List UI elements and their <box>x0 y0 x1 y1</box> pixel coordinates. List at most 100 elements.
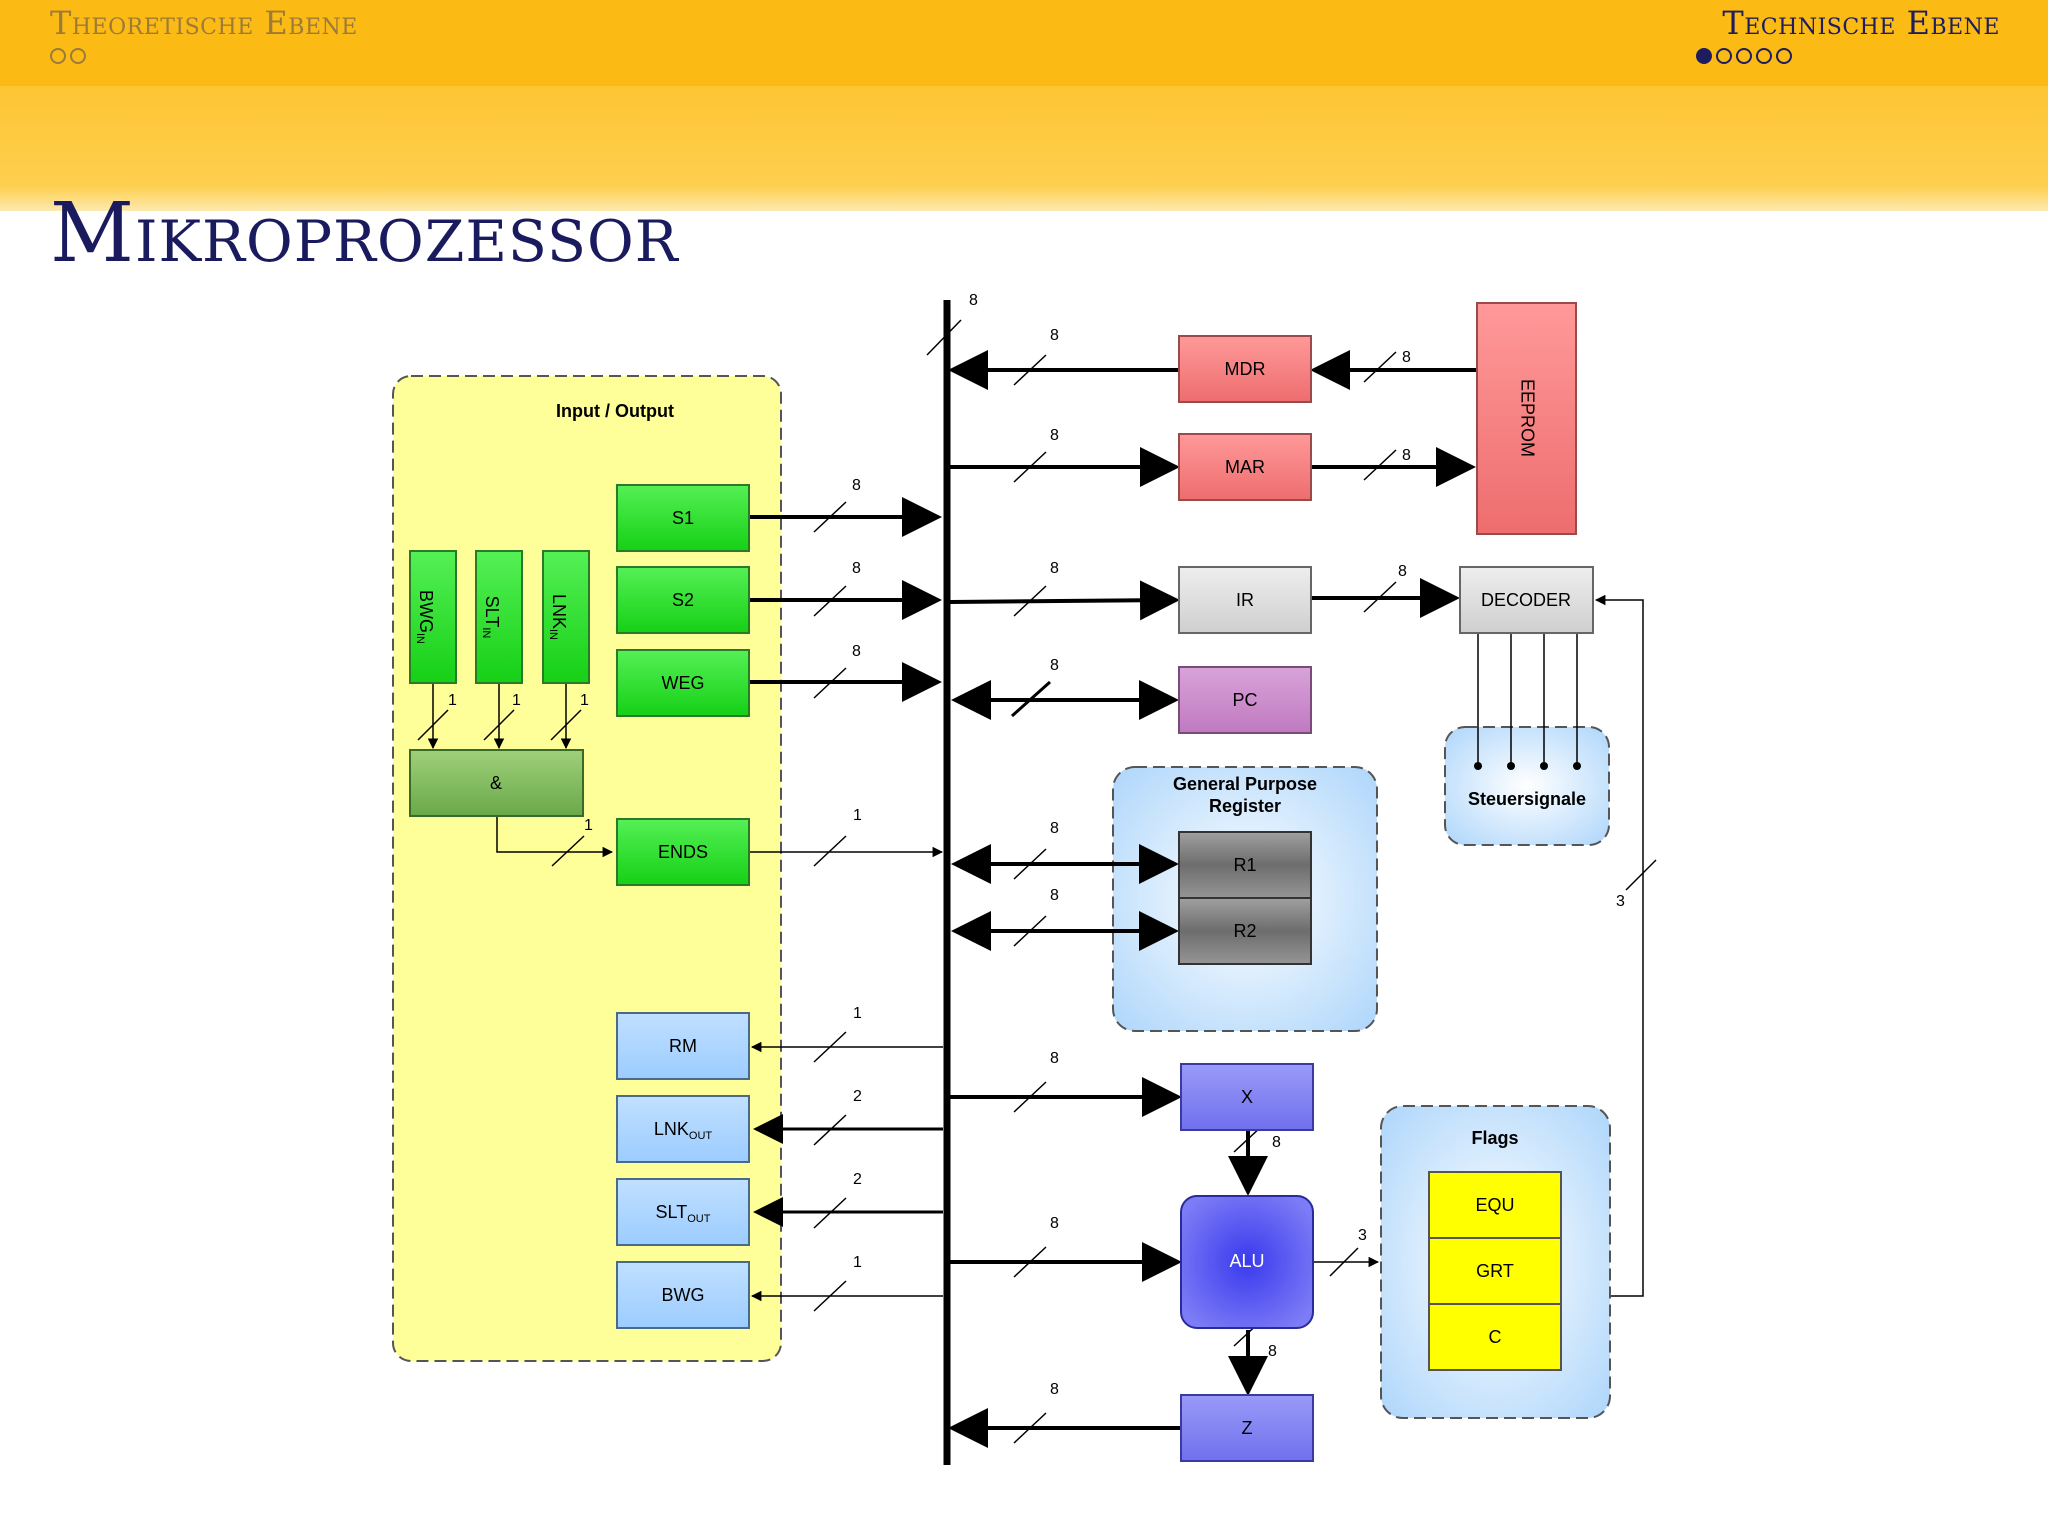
width-slash <box>1329 1247 1359 1277</box>
width-slash <box>1010 680 1052 718</box>
svg-text:C: C <box>1489 1327 1502 1347</box>
progress-dot[interactable] <box>50 48 66 64</box>
flag-equ-block[interactable]: EQU <box>1428 1171 1562 1239</box>
svg-text:Z: Z <box>1242 1418 1253 1438</box>
svg-text:WEG: WEG <box>662 673 705 693</box>
progress-dot[interactable] <box>1756 48 1772 64</box>
bus-width-labels: 8 8 8 8 8 8 8 8 8 8 1 1 1 1 1 8 8 1 2 2 … <box>448 327 1625 1398</box>
eeprom-block[interactable]: EEPROM <box>1476 302 1577 535</box>
r2-block[interactable]: R2 <box>1178 897 1312 965</box>
alu-block[interactable]: ALU <box>1180 1195 1314 1329</box>
slt-in-block[interactable]: SLTIN <box>475 550 523 684</box>
svg-text:PC: PC <box>1232 690 1257 710</box>
pc-block[interactable]: PC <box>1178 666 1312 734</box>
progress-dot-active[interactable] <box>1696 48 1712 64</box>
svg-text:ENDS: ENDS <box>658 842 708 862</box>
width-slash <box>1013 1412 1047 1444</box>
lnk-in-block[interactable]: LNKIN <box>542 550 590 684</box>
width-label: 1 <box>853 807 862 824</box>
progress-dot[interactable] <box>1776 48 1792 64</box>
connections <box>427 350 1644 1448</box>
svg-text:MDR: MDR <box>1225 359 1266 379</box>
and-gate-block[interactable]: & <box>409 749 584 817</box>
mdr-block[interactable]: MDR <box>1178 335 1312 403</box>
mar-block[interactable]: MAR <box>1178 433 1312 501</box>
width-slash <box>1013 354 1047 386</box>
r1-block[interactable]: R1 <box>1178 831 1312 899</box>
signal-dot <box>1474 762 1482 770</box>
flags-group-label: Flags <box>1471 1128 1518 1148</box>
svg-text:LNKIN: LNKIN <box>547 594 569 640</box>
svg-text:BWG: BWG <box>662 1285 705 1305</box>
signal-dot <box>1540 762 1548 770</box>
gpr-group-label-line2: Register <box>1209 796 1281 816</box>
width-slash <box>813 1114 847 1146</box>
section-left-progress-dots <box>50 48 86 64</box>
z-block[interactable]: Z <box>1180 1394 1314 1462</box>
svg-text:MAR: MAR <box>1225 457 1265 477</box>
width-label: 8 <box>1050 1215 1059 1232</box>
svg-text:DECODER: DECODER <box>1481 590 1571 610</box>
width-slash <box>1013 1081 1047 1113</box>
section-navigation-bar: Theoretische Ebene Technische Ebene <box>0 0 2048 86</box>
svg-text:EEPROM: EEPROM <box>1517 379 1537 457</box>
bwg-block[interactable]: BWG <box>616 1261 750 1329</box>
s2-block[interactable]: S2 <box>616 566 750 634</box>
rm-block[interactable]: RM <box>616 1012 750 1080</box>
svg-text:SLTOUT: SLTOUT <box>656 1202 711 1225</box>
weg-block[interactable]: WEG <box>616 649 750 717</box>
width-label: 1 <box>512 692 521 709</box>
width-label: 8 <box>1398 563 1407 580</box>
width-slash <box>813 667 847 699</box>
s1-block[interactable]: S1 <box>616 484 750 552</box>
width-slash <box>1363 449 1397 481</box>
width-label: 8 <box>1050 820 1059 837</box>
width-slash <box>550 709 582 741</box>
width-slash <box>813 1031 847 1063</box>
width-label: 1 <box>584 817 593 834</box>
width-slash <box>483 709 515 741</box>
svg-text:GRT: GRT <box>1476 1261 1514 1281</box>
svg-text:RM: RM <box>669 1036 697 1056</box>
ends-block[interactable]: ENDS <box>616 818 750 886</box>
width-label: 1 <box>580 692 589 709</box>
section-technische-ebene[interactable]: Technische Ebene <box>1722 4 2000 42</box>
width-slash <box>417 709 449 741</box>
control-signal-dots <box>1474 762 1581 770</box>
width-label: 8 <box>1050 1381 1059 1398</box>
section-theoretische-ebene[interactable]: Theoretische Ebene <box>50 4 358 42</box>
width-label: 8 <box>1050 327 1059 344</box>
width-label: 1 <box>853 1005 862 1022</box>
svg-text:&: & <box>490 773 502 793</box>
slide-title: Mikroprozessor <box>50 186 679 281</box>
flag-c-block[interactable]: C <box>1428 1303 1562 1371</box>
flag-grt-block[interactable]: GRT <box>1428 1237 1562 1305</box>
svg-text:X: X <box>1241 1087 1253 1107</box>
bwg-in-block[interactable]: BWGIN <box>409 550 457 684</box>
width-label: 2 <box>853 1088 862 1105</box>
width-label: 8 <box>1268 1343 1277 1360</box>
decoder-block[interactable]: DECODER <box>1459 566 1594 634</box>
width-slash <box>813 1197 847 1229</box>
width-slash <box>1013 848 1047 880</box>
svg-text:S1: S1 <box>672 508 694 528</box>
width-label: 1 <box>853 1254 862 1271</box>
ir-block[interactable]: IR <box>1178 566 1312 634</box>
progress-dot[interactable] <box>1736 48 1752 64</box>
slt-out-block[interactable]: SLTOUT <box>616 1178 750 1246</box>
width-label: 8 <box>1402 349 1411 366</box>
progress-dot[interactable] <box>1716 48 1732 64</box>
svg-text:IR: IR <box>1236 590 1254 610</box>
width-slash <box>813 585 847 617</box>
width-label: 8 <box>1050 657 1059 674</box>
io-group-label: Input / Output <box>556 401 674 421</box>
width-label: 3 <box>1358 1227 1367 1244</box>
width-label: 3 <box>1616 893 1625 910</box>
x-block[interactable]: X <box>1180 1063 1314 1131</box>
section-right-progress-dots <box>1696 48 1792 64</box>
steuersignale-label: Steuersignale <box>1468 789 1586 809</box>
bus-to-ir <box>949 580 1180 621</box>
svg-text:SLTIN: SLTIN <box>480 596 502 639</box>
progress-dot[interactable] <box>70 48 86 64</box>
lnk-out-block[interactable]: LNKOUT <box>616 1095 750 1163</box>
